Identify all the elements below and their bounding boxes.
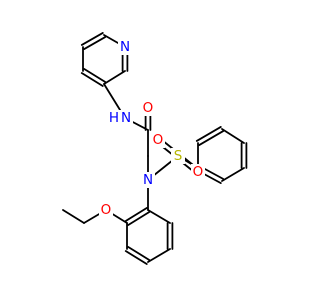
atom-o-sulfonyl-2: O [191, 164, 205, 180]
amide-nitrogen-label: N [119, 110, 133, 126]
single-bond [221, 128, 245, 144]
atom-n-pyridine: N [118, 39, 132, 55]
atom-label-text: H [109, 110, 119, 126]
double-bond-line [80, 32, 104, 46]
atom-label-text: O [143, 100, 154, 116]
atom-label-background [119, 110, 133, 126]
bond-layer [62, 32, 248, 265]
atom-s-sulfonyl: S [171, 148, 185, 164]
atom-o-sulfonyl-1: O [151, 132, 165, 148]
double-bond-line [127, 211, 151, 226]
single-bond [147, 209, 171, 224]
atom-label-background [171, 148, 185, 164]
double-bond-line [83, 68, 107, 83]
double-bond-line [195, 126, 222, 142]
atom-label-background [141, 100, 155, 116]
amide-hydrogen-label: H [107, 110, 121, 126]
atom-n-sulfonamide: N [141, 172, 155, 188]
atom-label-text: N [120, 39, 130, 55]
double-bond-line [198, 130, 225, 146]
atom-label-background [151, 132, 165, 148]
atom-label-text: O [153, 132, 164, 148]
atom-label-background [191, 164, 205, 180]
atom-label-background [107, 110, 121, 126]
single-bond [147, 248, 171, 263]
single-bond [103, 70, 126, 85]
atom-o-ether: O [99, 202, 113, 218]
atom-label-background [118, 39, 132, 55]
atom-label-text: O [193, 164, 204, 180]
double-bond-line [83, 36, 107, 50]
atom-label-background [141, 172, 155, 188]
double-bond-line [80, 72, 104, 87]
single-bond [62, 209, 85, 224]
double-bond-line [124, 250, 148, 265]
single-bond [221, 167, 245, 182]
atom-label-background [99, 202, 113, 218]
double-bond-line [127, 246, 151, 261]
atom-label-text: N [143, 172, 153, 188]
atom-o-carbonyl: O [141, 100, 155, 116]
atom-label-text: N [121, 110, 131, 126]
atom-label-text: S [174, 148, 183, 164]
double-bond-line [124, 207, 148, 222]
atom-label-text: O [101, 202, 112, 218]
